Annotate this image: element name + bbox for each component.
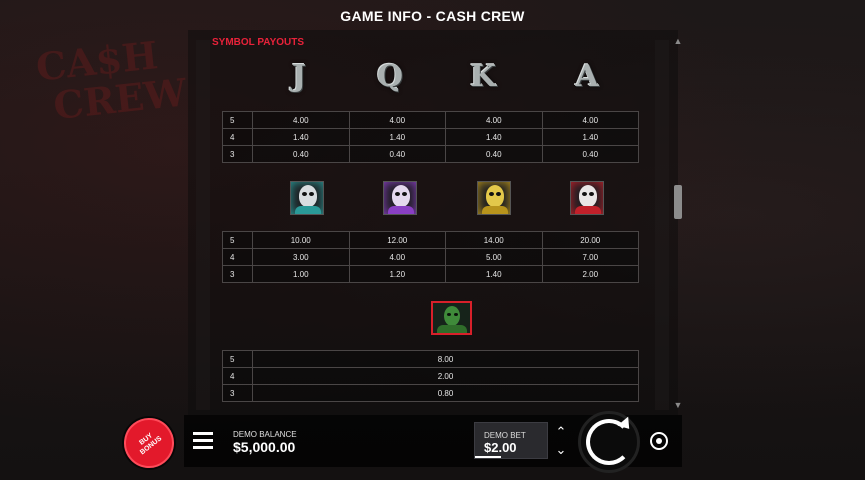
table-cell-count: 3 — [222, 145, 253, 163]
spin-arrow-icon — [586, 419, 632, 465]
table-cell-count: 4 — [222, 248, 253, 266]
table-cell: 0.80 — [252, 384, 639, 402]
table-row: 5 4.00 4.00 4.00 4.00 — [222, 111, 639, 129]
table-cell: 4.00 — [541, 111, 639, 129]
table-cell: 10.00 — [252, 231, 350, 249]
letter-j-symbol: J — [291, 59, 307, 94]
table-cell: 0.40 — [348, 145, 446, 163]
table-cell: 12.00 — [348, 231, 446, 249]
table-cell: 3.00 — [252, 248, 350, 266]
table-row: 3 1.00 1.20 1.40 2.00 — [222, 265, 639, 283]
letter-q-symbol: Q — [376, 59, 404, 94]
table-cell: 1.40 — [252, 128, 350, 146]
balance-label: DEMO BALANCE — [233, 430, 297, 439]
background-logo-art: CA$H CREW — [33, 32, 189, 130]
table-cell: 8.00 — [252, 350, 639, 368]
mask-payout-table: 5 10.00 12.00 14.00 20.00 4 3.00 4.00 5.… — [222, 231, 639, 283]
table-cell: 2.00 — [252, 367, 639, 385]
bet-underline — [475, 456, 501, 458]
bet-display[interactable]: DEMO BET $2.00 — [474, 422, 548, 459]
table-cell: 5.00 — [445, 248, 543, 266]
purple-mask-icon — [383, 181, 417, 215]
table-cell: 0.40 — [445, 145, 543, 163]
bet-decrease-chevron-down-icon[interactable]: ⌄ — [555, 442, 567, 457]
table-cell: 14.00 — [445, 231, 543, 249]
table-row: 4 2.00 — [222, 367, 639, 385]
scroll-up-icon[interactable]: ▲ — [673, 36, 683, 46]
table-cell-count: 3 — [222, 384, 253, 402]
table-row: 4 3.00 4.00 5.00 7.00 — [222, 248, 639, 266]
bet-label: DEMO BET — [484, 431, 526, 440]
gold-mask-icon — [477, 181, 511, 215]
table-cell-count: 4 — [222, 367, 253, 385]
scroll-thumb[interactable] — [674, 185, 682, 219]
table-cell-count: 3 — [222, 265, 253, 283]
table-cell-count: 5 — [222, 350, 253, 368]
table-cell-count: 5 — [222, 111, 253, 129]
letter-payout-table: 5 4.00 4.00 4.00 4.00 4 1.40 1.40 1.40 1… — [222, 111, 639, 163]
table-cell: 0.40 — [252, 145, 350, 163]
table-row: 3 0.40 0.40 0.40 0.40 — [222, 145, 639, 163]
red-mask-icon — [570, 181, 604, 215]
info-scrollbar[interactable]: ▲ ▼ — [672, 36, 684, 410]
scroll-down-icon[interactable]: ▼ — [673, 400, 683, 410]
table-cell: 4.00 — [252, 111, 350, 129]
autoplay-icon[interactable] — [650, 432, 668, 450]
page-title: GAME INFO - CASH CREW — [340, 8, 525, 24]
table-row: 5 10.00 12.00 14.00 20.00 — [222, 231, 639, 249]
table-cell: 2.00 — [541, 265, 639, 283]
table-cell: 7.00 — [541, 248, 639, 266]
balance-value: $5,000.00 — [233, 439, 296, 455]
table-cell: 1.40 — [541, 128, 639, 146]
table-cell: 1.40 — [445, 128, 543, 146]
table-cell: 4.00 — [445, 111, 543, 129]
table-row: 5 8.00 — [222, 350, 639, 368]
table-cell: 4.00 — [348, 248, 446, 266]
table-cell-count: 4 — [222, 128, 253, 146]
table-cell: 20.00 — [541, 231, 639, 249]
green-wild-mask-icon — [431, 301, 472, 335]
table-cell: 1.40 — [348, 128, 446, 146]
section-title-symbol-payouts: SYMBOL PAYOUTS — [212, 37, 305, 48]
bet-increase-chevron-up-icon[interactable]: ⌃ — [555, 424, 567, 439]
teal-mask-icon — [290, 181, 324, 215]
table-cell: 1.40 — [445, 265, 543, 283]
table-cell-count: 5 — [222, 231, 253, 249]
table-row: 4 1.40 1.40 1.40 1.40 — [222, 128, 639, 146]
menu-icon[interactable] — [193, 432, 213, 449]
table-cell: 1.00 — [252, 265, 350, 283]
letter-a-symbol: A — [575, 59, 599, 94]
wild-payout-table: 5 8.00 4 2.00 3 0.80 — [222, 350, 639, 402]
table-cell: 1.20 — [348, 265, 446, 283]
spin-button[interactable] — [578, 411, 640, 473]
letter-symbols-row: J Q K A — [268, 56, 640, 98]
table-cell: 4.00 — [348, 111, 446, 129]
table-row: 3 0.80 — [222, 384, 639, 402]
bet-value: $2.00 — [484, 440, 517, 455]
letter-k-symbol: K — [469, 59, 497, 94]
table-cell: 0.40 — [541, 145, 639, 163]
